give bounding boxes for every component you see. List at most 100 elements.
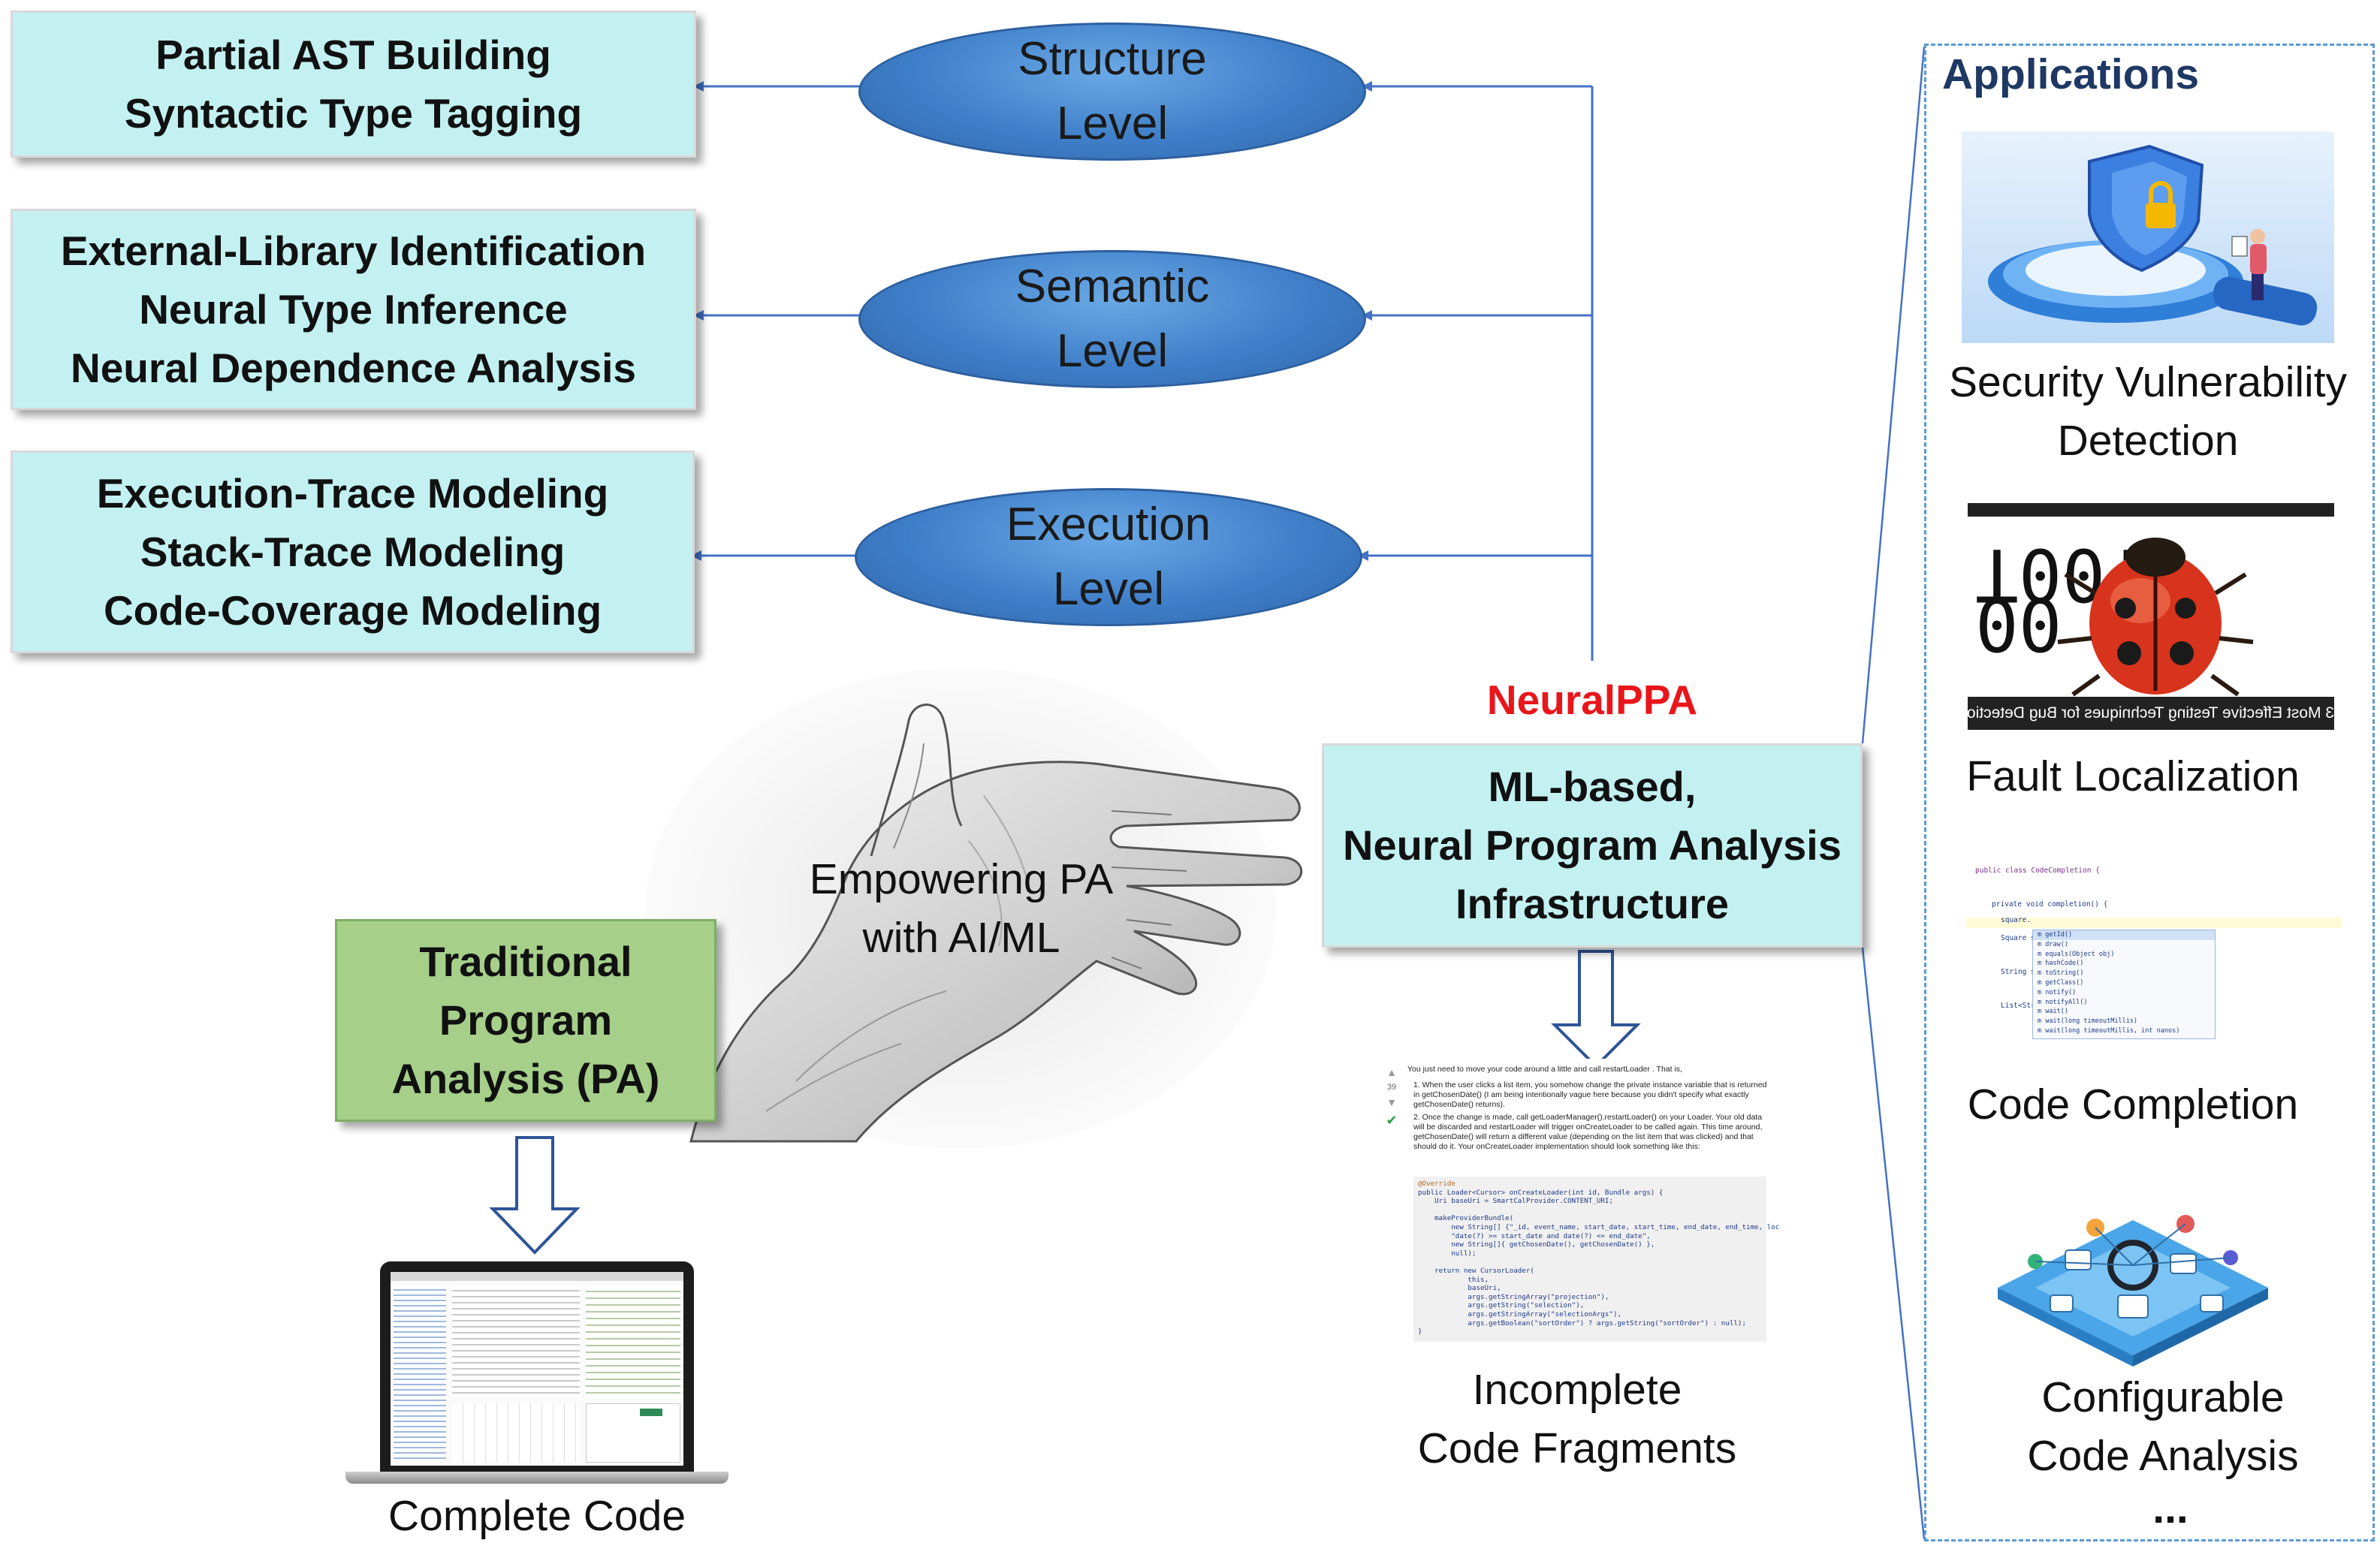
answer-code-line (1418, 1206, 1762, 1215)
answer-code-line: makeProviderBundle( (1418, 1214, 1514, 1223)
complete-code-label: Complete Code (388, 1492, 686, 1540)
down-arrow-neuralppa (1551, 950, 1641, 1068)
semantic-box: External-Library Identification Neural T… (11, 209, 696, 410)
answer-code-line: return new CursorLoader( (1418, 1266, 1534, 1275)
answer-code-line: Uri baseUri = SmartCalProvider.CONTENT_U… (1418, 1197, 1613, 1206)
answer-code-line: null); (1418, 1249, 1477, 1258)
answer-text: You just need to move your code around a… (1407, 1065, 1774, 1152)
traditional-pa-line: Analysis (PA) (391, 1055, 660, 1102)
neuralppa-box-line: ML-based, (1488, 763, 1697, 810)
app-configurable-line: Code Analysis (2027, 1432, 2299, 1480)
applications-ellipsis: ... (2152, 1484, 2188, 1532)
laptop-base (345, 1472, 728, 1484)
completion-popup-item[interactable]: m notifyAll() (2038, 998, 2088, 1006)
incomplete-line: Code Fragments (1417, 1424, 1737, 1472)
down-arrow-traditional (489, 1136, 581, 1255)
completion-popup-item[interactable]: m toString() (2038, 969, 2084, 978)
apps-connector-bottom (1861, 947, 1926, 1540)
answer-code-line: this, (1418, 1275, 1489, 1284)
execution-box-line: Stack-Trace Modeling (140, 529, 566, 575)
app-security-line: Security Vulnerability (1948, 358, 2348, 406)
applications-title: Applications (1942, 50, 2200, 98)
completion-popup-item[interactable]: m notify() (2038, 988, 2077, 996)
execution-level-text: Level (1052, 563, 1165, 615)
isometric-network-icon (1983, 1183, 2283, 1370)
accepted-check-icon: ✔ (1386, 1113, 1398, 1128)
completion-popup-item[interactable]: m getClass() (2038, 978, 2084, 987)
code-completion-icon: public class CodeCompletion { private vo… (1966, 835, 2342, 1039)
completion-popup-item[interactable]: m equals(Object obj) (2038, 950, 2115, 958)
empowering-label: Empowering PA with AI/ML (796, 850, 1127, 967)
traditional-pa-line: Program (439, 996, 613, 1044)
app-fault-label: Fault Localization (1966, 752, 2300, 800)
code-line: square. (2001, 916, 2032, 924)
app-security-label: Security Vulnerability Detection (1930, 353, 2366, 470)
bug-banner-text: 3 Most Effective Testing Techniques for … (1968, 704, 2334, 722)
answer-code-line: baseUri, (1418, 1284, 1501, 1293)
completion-popup-item[interactable]: m wait(long timeoutMillis) (2038, 1017, 2138, 1026)
shield-magnifier-icon (1962, 131, 2334, 343)
apps-connector-top (1861, 46, 1926, 744)
answer-step: 2. Once the change is made, call getLoad… (1413, 1113, 1763, 1151)
structure-level-ellipse: Structure Level (858, 23, 1366, 161)
code-fragment-snippet: ▲ 39 ▼ ✔ You just need to move your code… (1374, 1059, 1780, 1344)
answer-code-line: } (1418, 1327, 1422, 1337)
completion-popup-item[interactable]: m wait() (2038, 1008, 2068, 1016)
vote-widget: ▲ 39 ▼ ✔ (1380, 1066, 1403, 1129)
neuralppa-box-line: Neural Program Analysis (1343, 821, 1842, 869)
structure-level-text: Structure (1018, 33, 1207, 85)
app-configurable-line: Configurable (2041, 1373, 2285, 1421)
traditional-pa-line: Traditional (419, 938, 632, 985)
completion-popup-item[interactable]: m hashCode() (2038, 960, 2084, 968)
semantic-box-line: Neural Type Inference (139, 286, 568, 333)
completion-popup-item[interactable]: m wait(long timeoutMillis, int nanos) (2038, 1026, 2180, 1035)
execution-box-line: Execution-Trace Modeling (96, 470, 609, 517)
answer-code-line: public Loader<Cursor> onCreateLoader(int… (1418, 1188, 1664, 1197)
incomplete-line: Incomplete (1472, 1366, 1682, 1414)
answer-code-line: args.getStringArray("projection"), (1418, 1292, 1609, 1301)
answer-code-line: "date(?) >= start_date and date(?) <= en… (1418, 1231, 1651, 1240)
answer-code-line: new String[] {"_id, event_name, start_da… (1418, 1222, 1780, 1231)
execution-level-text: Execution (1006, 499, 1211, 550)
answer-code-line: @Override (1418, 1180, 1455, 1188)
traditional-pa-box: Traditional Program Analysis (PA) (335, 919, 716, 1122)
hand-sketch-icon (646, 668, 1303, 1149)
answer-code-line: args.getBoolean("sortOrder") ? args.getS… (1418, 1318, 1746, 1327)
neuralppa-box: ML-based, Neural Program Analysis Infras… (1322, 743, 1863, 948)
answer-intro: You just need to move your code around a… (1407, 1065, 1682, 1074)
answer-code-line: args.getStringArray("selectionArgs"), (1418, 1309, 1622, 1318)
execution-level-ellipse: Execution Level (855, 488, 1362, 626)
semantic-level-text: Semantic (1015, 261, 1210, 312)
execution-box-line: Code-Coverage Modeling (103, 587, 602, 634)
neuralppa-label: NeuralPPA (1486, 677, 1698, 723)
laptop-icon (345, 1261, 728, 1487)
incomplete-fragments-label: Incomplete Code Fragments (1382, 1361, 1772, 1478)
semantic-box-line: Neural Dependence Analysis (71, 345, 636, 391)
execution-box: Execution-Trace Modeling Stack-Trace Mod… (11, 451, 695, 653)
completion-popup: m getId()m draw() m equals(Object obj) m h… (2032, 930, 2216, 1039)
app-configurable-label: Configurable Code Analysis (1930, 1368, 2380, 1485)
answer-step: 1. When the user clicks a list item, you… (1413, 1080, 1767, 1109)
semantic-level-ellipse: Semantic Level (858, 250, 1366, 388)
semantic-box-line: External-Library Identification (60, 228, 647, 274)
completion-popup-item[interactable]: m draw() (2038, 940, 2068, 948)
structure-box: Partial AST Building Syntactic Type Tagg… (11, 11, 696, 158)
vote-count: 39 (1386, 1083, 1397, 1092)
ladybug-icon: T00T0 00 I 3 Most Effective Testing Tech… (1968, 503, 2334, 730)
neuralppa-box-line: Infrastructure (1455, 880, 1730, 927)
applications-panel (1924, 44, 2375, 1541)
completion-popup-item[interactable]: m getId() (2033, 930, 2215, 940)
answer-code-line (1418, 1258, 1762, 1267)
structure-box-line: Partial AST Building (155, 32, 551, 78)
empowering-line: with AI/ML (862, 914, 1060, 962)
empowering-line: Empowering PA (809, 855, 1114, 903)
structure-level-text: Level (1056, 98, 1169, 149)
answer-code-line: args.getString("selection"), (1418, 1301, 1585, 1310)
laptop-screen (391, 1272, 683, 1466)
code-line: public class CodeCompletion { (1975, 866, 2100, 875)
app-completion-label: Code Completion (1967, 1080, 2299, 1129)
laptop-bezel (380, 1261, 694, 1472)
answer-code-line: new String[]{ getChosenDate(), getChosen… (1418, 1240, 1655, 1249)
